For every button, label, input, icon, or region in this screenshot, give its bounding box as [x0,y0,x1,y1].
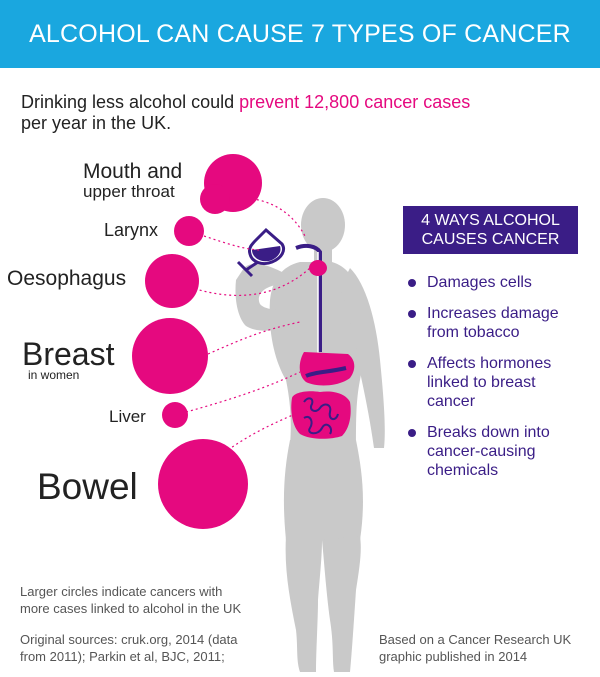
circle-breast [132,318,208,394]
intro-text: Drinking less alcohol could prevent 12,8… [21,92,470,134]
circle-size-note: Larger circles indicate cancers with mor… [20,584,242,616]
ways-title-line2: CAUSES CANCER [421,231,560,248]
label-breast: Breast [22,336,115,372]
list-item: Damages cells [405,273,595,292]
bullet-icon [408,310,416,318]
wine-glass-icon [236,227,286,278]
silhouette-hips [283,440,363,540]
digestive-system-icon [291,243,355,439]
bullet-icon [408,360,416,368]
liver-stomach-highlight [299,352,355,386]
cancer-circles [132,154,262,529]
intro-line2: per year in the UK. [21,113,172,133]
ways-title-line1: 4 WAYS ALCOHOL [421,212,560,229]
label-mouth: Mouth and [83,160,183,183]
silhouette-right-arm [340,268,385,448]
circle-bowel [158,439,248,529]
label-larynx: Larynx [104,220,159,240]
intro-highlight: prevent 12,800 cancer cases [239,92,471,112]
label-upper-throat: upper throat [83,182,175,201]
bowel-highlight [291,391,351,439]
label-breast-sub: in women [28,368,80,382]
bullet-icon [408,279,416,287]
circle-liver [162,402,188,428]
bullet-icon [408,429,416,437]
circle-upper-throat [200,184,230,214]
silhouette-left-leg [285,536,322,672]
intro-prefix: Drinking less alcohol could [21,92,240,112]
silhouette-left-arm [235,263,300,331]
label-bowel: Bowel [37,466,138,507]
header-banner: ALCOHOL CAN CAUSE 7 TYPES OF CANCER [0,0,600,68]
page-title: ALCOHOL CAN CAUSE 7 TYPES OF CANCER [29,19,571,48]
ways-title-box: 4 WAYS ALCOHOL CAUSES CANCER [403,206,578,254]
label-oesophagus: Oesophagus [7,267,127,290]
circle-oesophagus [145,254,199,308]
throat-highlight [309,260,327,276]
sources-note: Original sources: cruk.org, 2014 (data f… [20,632,238,664]
silhouette-head [301,198,345,252]
credit-note: Based on a Cancer Research UK graphic pu… [379,632,572,664]
label-liver: Liver [109,407,146,426]
circle-larynx [174,216,204,246]
body-illustration [132,154,385,672]
silhouette-right-leg [322,536,361,672]
